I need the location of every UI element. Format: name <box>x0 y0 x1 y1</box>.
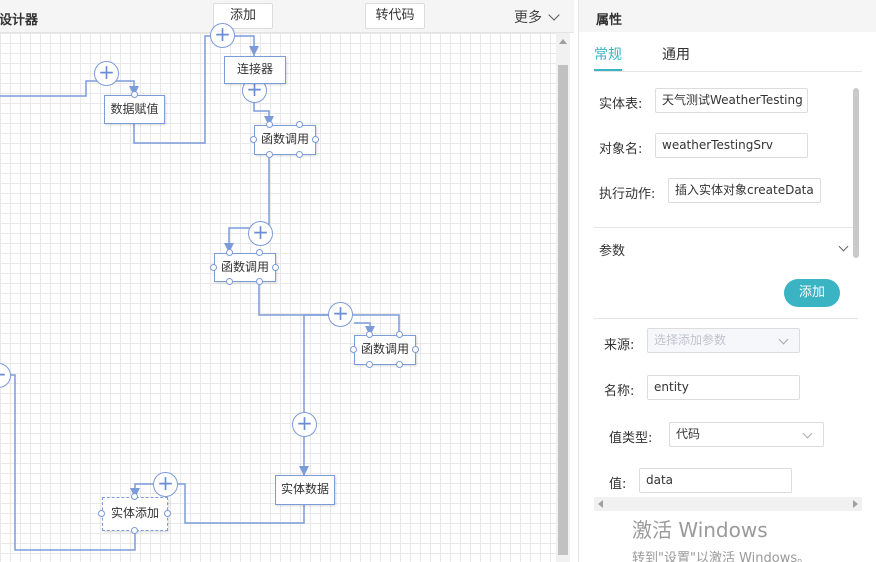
node-port[interactable] <box>131 527 138 534</box>
node-port[interactable] <box>396 331 403 338</box>
flow-designer: 流设计器 添加 转代码 更多 <box>0 0 574 562</box>
panel-horizontal-scrollbar[interactable] <box>594 497 862 511</box>
divider <box>594 227 858 228</box>
node-port[interactable] <box>256 249 263 256</box>
chevron-down-icon <box>802 428 813 439</box>
node-function-call[interactable]: 函数调用 <box>254 125 316 155</box>
panel-header: 属性 <box>579 0 876 32</box>
value-label: 值: <box>609 477 627 492</box>
node-port[interactable] <box>131 493 138 500</box>
node-port[interactable] <box>210 264 217 271</box>
action-field[interactable]: 插入实体对象createData <box>668 178 821 203</box>
name-label: 名称: <box>604 384 635 399</box>
object-name-label: 对象名: <box>599 142 643 157</box>
source-placeholder: 选择添加参数 <box>654 333 727 347</box>
entity-table-label: 实体表: <box>599 97 643 112</box>
watermark-line-2: 转到"设置"以激活 Windows。 <box>632 551 811 562</box>
add-step-button[interactable]: + <box>94 61 119 86</box>
node-port[interactable] <box>250 136 257 143</box>
node-port[interactable] <box>272 264 279 271</box>
tab-divider <box>594 71 862 72</box>
value-type-label: 值类型: <box>609 431 653 446</box>
node-port[interactable] <box>266 151 273 158</box>
node-port[interactable] <box>312 136 319 143</box>
convert-to-code-button[interactable]: 转代码 <box>365 3 425 29</box>
tab-general[interactable]: 常规 <box>594 47 622 63</box>
params-label: 参数 <box>599 244 626 259</box>
add-param-button[interactable]: 添加 <box>784 279 840 307</box>
node-connector[interactable]: 连接器 <box>224 56 286 84</box>
add-step-button[interactable]: + <box>292 412 317 437</box>
edge-to-connector <box>133 35 255 144</box>
node-port[interactable] <box>296 151 303 158</box>
node-port[interactable] <box>226 249 233 256</box>
active-tab-indicator <box>594 69 622 71</box>
node-port[interactable] <box>396 361 403 368</box>
windows-activation-watermark: 激活 Windows 转到"设置"以激活 Windows。 <box>632 514 810 562</box>
object-name-field[interactable]: weatherTestingSrv <box>655 133 808 158</box>
node-function-call[interactable]: 函数调用 <box>354 335 416 365</box>
node-data-assign[interactable]: 数据赋值 <box>104 95 165 124</box>
more-label: 更多 <box>514 10 542 26</box>
scroll-up-arrow-icon[interactable] <box>559 39 567 44</box>
node-port[interactable] <box>350 346 357 353</box>
watermark-line-1: 激活 Windows <box>632 518 768 542</box>
node-port[interactable] <box>256 278 263 285</box>
edge-to-entity-data <box>303 314 330 475</box>
add-step-button[interactable]: + <box>248 221 273 246</box>
scroll-left-arrow-icon[interactable] <box>598 500 603 508</box>
action-label: 执行动作: <box>599 187 656 202</box>
node-port[interactable] <box>296 121 303 128</box>
node-function-call[interactable]: 函数调用 <box>214 253 276 282</box>
node-port[interactable] <box>366 361 373 368</box>
more-menu[interactable]: 更多 <box>514 7 560 27</box>
tab-common[interactable]: 通用 <box>662 47 690 63</box>
edge-to-entity-add <box>134 483 305 524</box>
canvas-vertical-scrollbar[interactable] <box>556 33 570 562</box>
node-port[interactable] <box>266 121 273 128</box>
designer-toolbar: 流设计器 添加 转代码 更多 <box>0 0 574 33</box>
panel-title: 属性 <box>596 13 623 28</box>
panel-vertical-scrollbar[interactable] <box>853 88 859 258</box>
flow-canvas[interactable]: + + + + + + + + 连接器 数据赋值 函数调用 函数调用 函数调用 … <box>0 23 556 562</box>
edge-to-data-assign <box>0 80 135 97</box>
chevron-down-icon <box>778 334 789 345</box>
scroll-right-arrow-icon[interactable] <box>853 500 858 508</box>
add-step-button[interactable]: + <box>328 302 353 327</box>
node-port[interactable] <box>226 278 233 285</box>
source-label: 来源: <box>604 338 635 353</box>
node-entity-data[interactable]: 实体数据 <box>275 475 335 505</box>
properties-panel: 属性 常规 通用 实体表: 天气测试WeatherTesting 对象名: we… <box>578 0 876 562</box>
entity-table-field[interactable]: 天气测试WeatherTesting <box>655 88 808 113</box>
node-port[interactable] <box>98 510 105 517</box>
add-step-button[interactable]: + <box>210 23 235 48</box>
designer-title: 流设计器 <box>0 13 39 28</box>
node-port[interactable] <box>412 346 419 353</box>
name-field[interactable]: entity <box>647 375 800 400</box>
add-step-button[interactable]: + <box>153 472 178 497</box>
source-select[interactable]: 选择添加参数 <box>647 328 800 353</box>
value-field[interactable]: data <box>639 468 792 493</box>
node-port[interactable] <box>164 510 171 517</box>
chevron-down-icon <box>548 9 560 21</box>
node-entity-add[interactable]: 实体添加 <box>102 497 168 531</box>
chevron-down-icon[interactable] <box>838 241 849 252</box>
divider <box>594 318 858 319</box>
scrollbar-thumb[interactable] <box>558 65 568 555</box>
node-port[interactable] <box>366 331 373 338</box>
node-port[interactable] <box>131 91 138 98</box>
value-type-select[interactable]: 代码 <box>669 422 824 447</box>
value-type-value: 代码 <box>676 427 701 441</box>
